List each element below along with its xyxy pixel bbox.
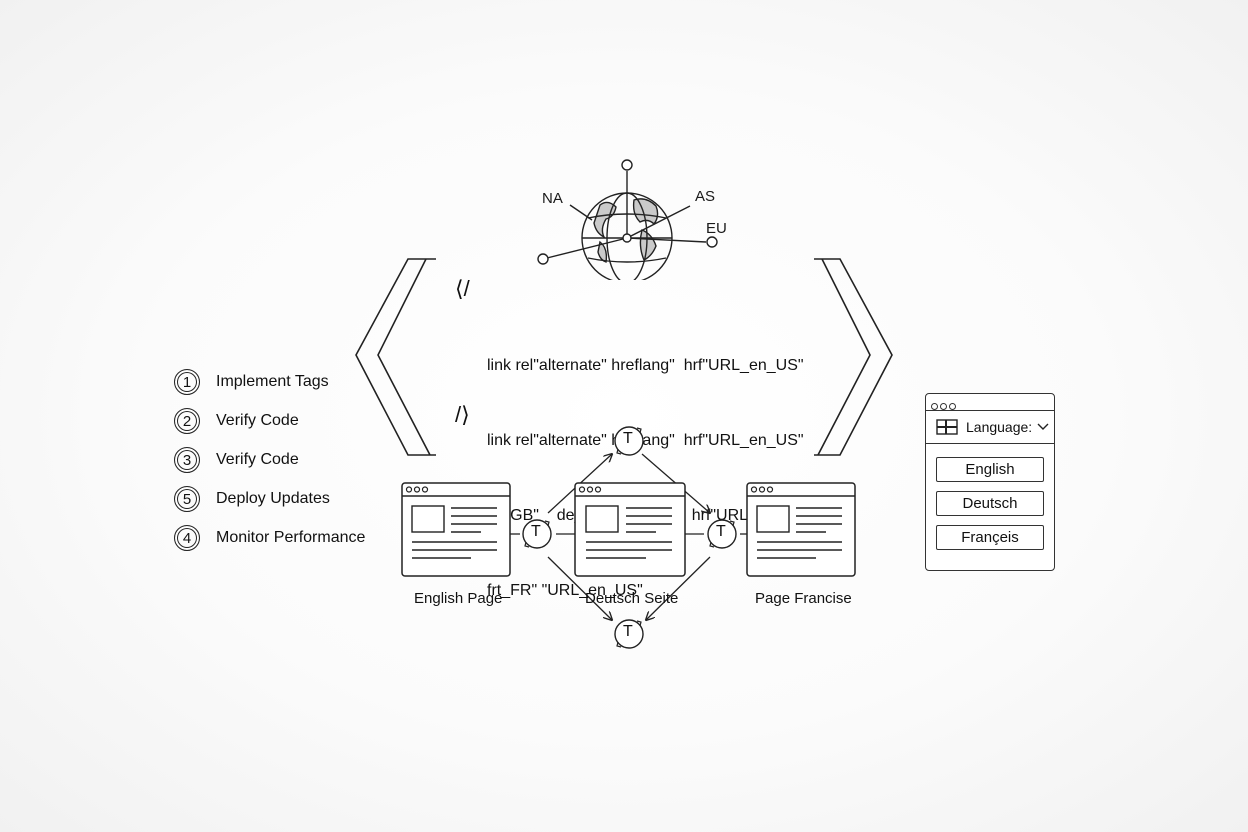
translate-icon [522, 519, 552, 549]
step-item: 1 Implement Tags [174, 367, 329, 397]
page-caption-french: Page Francise [755, 590, 852, 607]
translate-icon [614, 619, 644, 649]
browser-window-icon [746, 482, 856, 577]
code-close-tag: /⟩ [455, 402, 470, 427]
flag-icon [936, 419, 958, 435]
step-item: 2 Verify Code [174, 406, 299, 436]
step-label: Verify Code [216, 412, 299, 429]
step-number: 1 [174, 369, 200, 395]
language-option-english[interactable]: English [936, 457, 1044, 482]
language-dropdown[interactable]: Language: [926, 411, 1054, 444]
window-dot [940, 403, 947, 410]
page-caption-deutsch: Deutsch Seite [585, 590, 679, 607]
window-controls [931, 397, 958, 415]
translate-icon-letter: T [623, 430, 633, 447]
page-caption-english: English Page [414, 590, 503, 607]
left-angle-bracket [355, 258, 436, 456]
language-label: Language: [966, 419, 1033, 435]
window-dot [949, 403, 956, 410]
window-titlebar [926, 394, 1054, 411]
language-option-francais[interactable]: Françeis [936, 525, 1044, 550]
right-angle-bracket [814, 258, 893, 456]
step-number: 5 [174, 486, 200, 512]
globe-icon [537, 159, 718, 280]
step-label: Verify Code [216, 451, 299, 468]
window-dot [931, 403, 938, 410]
region-label-na: NA [542, 190, 563, 207]
region-label-eu: EU [706, 220, 727, 237]
step-number: 4 [174, 525, 200, 551]
code-line: link rel"alternate" hreflang" hrf"URL_en… [487, 357, 804, 374]
region-label-as: AS [695, 188, 716, 205]
code-line: frt_FR" "URL_en_US" [487, 582, 643, 599]
step-item: 3 Verify Code [174, 445, 299, 475]
translate-icon-letter: T [716, 523, 726, 540]
step-number: 2 [174, 408, 200, 434]
translate-icon [614, 426, 644, 456]
chevron-down-icon[interactable] [1036, 422, 1050, 432]
language-option-deutsch[interactable]: Deutsch [936, 491, 1044, 516]
step-label: Implement Tags [216, 373, 329, 390]
step-item: 5 Deploy Updates [174, 484, 330, 514]
browser-window-icon [401, 482, 511, 577]
language-selector-window: Language: English Deutsch Françeis [925, 393, 1055, 571]
step-item: 4 Monitor Performance [174, 523, 365, 553]
code-open-tag: ⟨/ [455, 276, 470, 301]
browser-window-icon [574, 482, 686, 577]
translate-icon-letter: T [531, 523, 541, 540]
translate-icon [707, 519, 737, 549]
translation-flow-arrows [510, 420, 748, 660]
step-number: 3 [174, 447, 200, 473]
step-label: Monitor Performance [216, 529, 366, 546]
translate-icon-letter: T [623, 623, 633, 640]
step-label: Deploy Updates [216, 490, 330, 507]
